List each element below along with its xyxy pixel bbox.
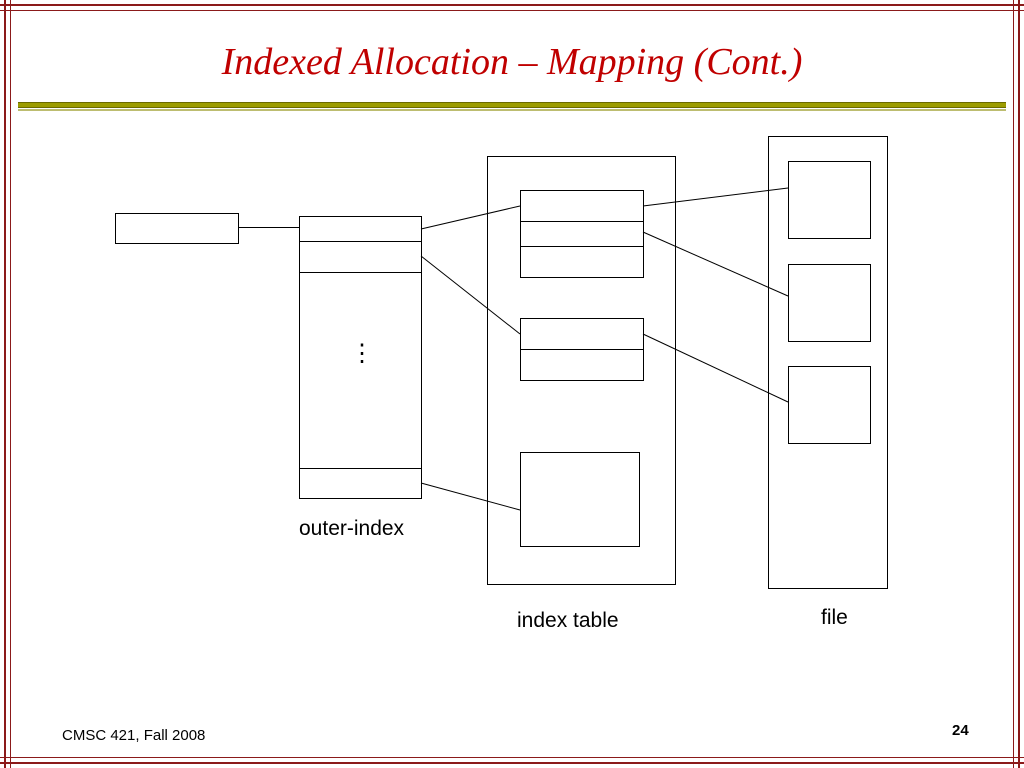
outer-entry-last-to-index-block-3-line: [420, 482, 521, 511]
index-table-label: index table: [517, 609, 619, 632]
title-rule-shadow: [18, 109, 1006, 111]
file-block-1: [788, 161, 871, 239]
outer-entry-2-to-index-block-2-line: [420, 255, 521, 335]
footer-course: CMSC 421, Fall 2008: [62, 727, 206, 744]
file-block-2: [788, 264, 871, 342]
pointer-box: [115, 213, 239, 244]
outer-index-label: outer-index: [299, 517, 405, 540]
outer-entry-1-to-index-block-1-line: [420, 205, 521, 230]
index-block-3: [520, 452, 640, 547]
index-entry-2-to-file-block-2-line: [642, 231, 789, 297]
outer-index-ellipsis: ⋮: [350, 340, 374, 367]
frame-top-inner: [0, 10, 1024, 11]
frame-bottom-outer: [0, 762, 1024, 764]
frame-right-outer: [1018, 0, 1020, 768]
frame-left-outer: [4, 0, 6, 768]
index-entry-1-to-file-block-1-line: [642, 187, 789, 207]
page-number: 24: [952, 722, 969, 739]
file-block-3: [788, 366, 871, 444]
frame-right-inner: [1013, 0, 1014, 768]
title-rule: [18, 102, 1006, 108]
outer-index-block: [299, 216, 422, 499]
frame-top-outer: [0, 4, 1024, 6]
index-table-container: [487, 156, 676, 585]
slide-title: Indexed Allocation – Mapping (Cont.): [221, 41, 803, 83]
file-label: file: [821, 606, 848, 629]
frame-left-inner: [10, 0, 11, 768]
index-block-1: [520, 190, 644, 278]
frame-bottom-inner: [0, 757, 1024, 758]
file-container: [768, 136, 888, 589]
index-entry-3-to-file-block-3-line: [642, 333, 789, 403]
